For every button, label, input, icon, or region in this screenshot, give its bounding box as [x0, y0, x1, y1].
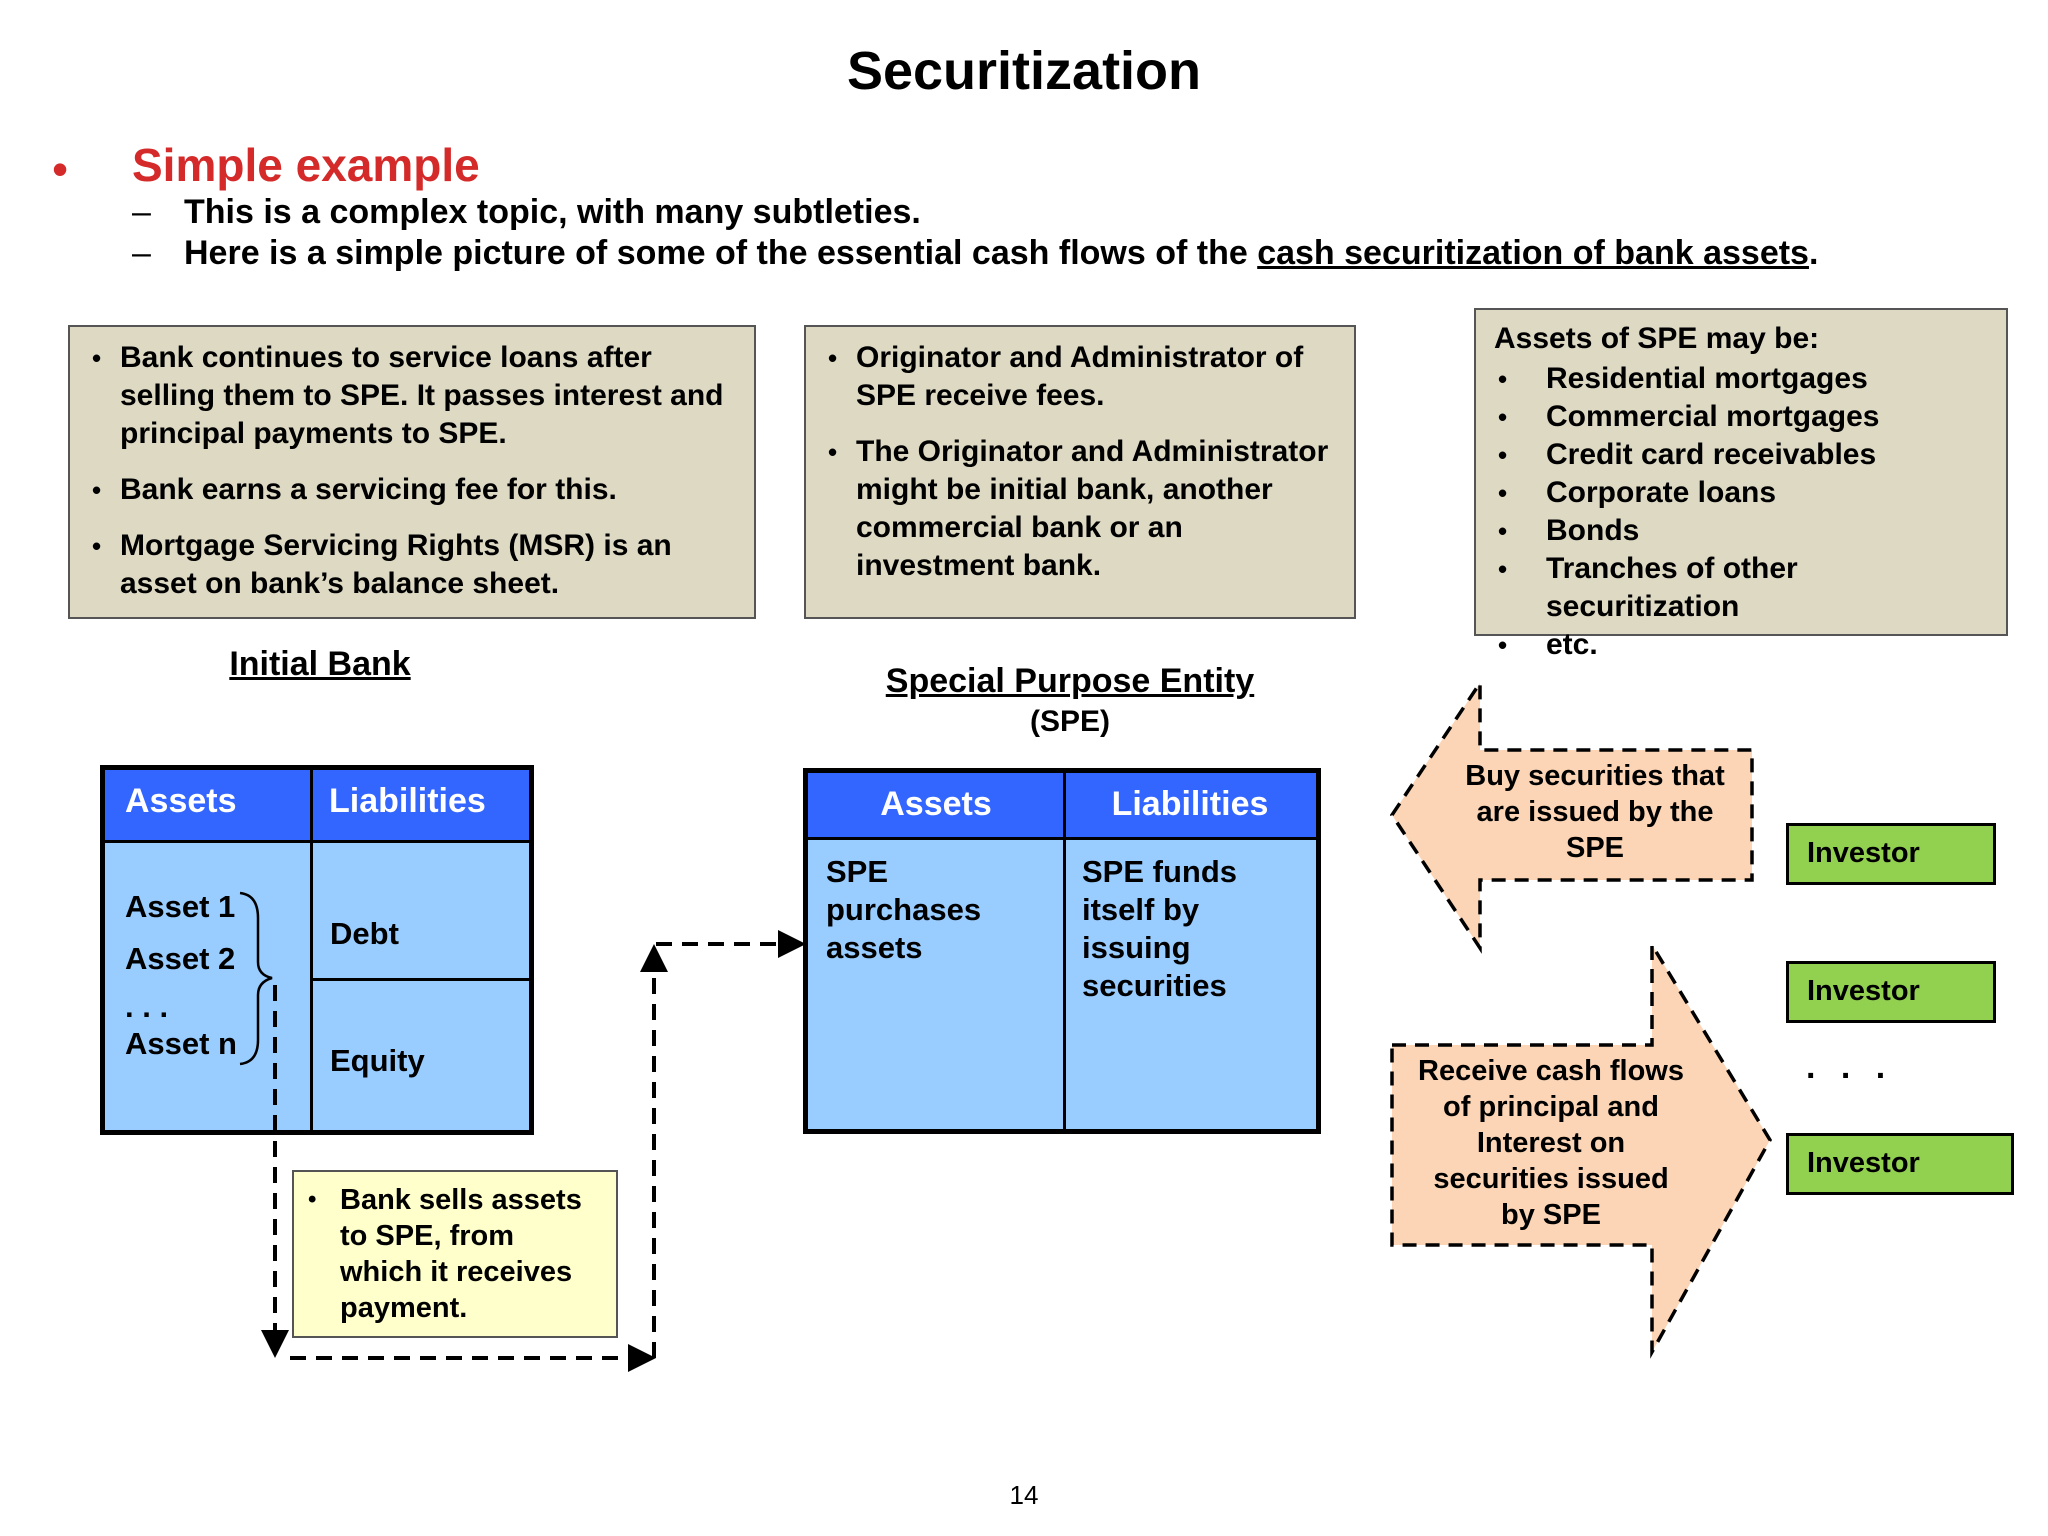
up-arrowhead: [640, 944, 668, 972]
buy-securities-text: Buy securities that are issued by the SP…: [1465, 760, 1725, 864]
page-number: 14: [1009, 1480, 1039, 1510]
down-arrowhead: [261, 1330, 289, 1358]
spe-liabilities-header: Liabilities: [1064, 773, 1316, 837]
investor-box: Investor: [1786, 1133, 2014, 1195]
investor-box: Investor: [1786, 823, 1996, 885]
dash: –: [132, 193, 151, 231]
header-divider: [105, 840, 529, 843]
spe-assets-heading: Assets of SPE may be:: [1494, 322, 1820, 355]
asset-2: Asset 2: [125, 941, 236, 976]
asset-type-item: Tranches of other securitization: [1494, 550, 1988, 626]
asset-type-item: Corporate loans: [1494, 474, 1988, 512]
bullet: •: [308, 1186, 317, 1213]
asset-type-item: Credit card receivables: [1494, 436, 1988, 474]
equity-label: Equity: [330, 1043, 425, 1078]
asset-type-item: Bonds: [1494, 512, 1988, 550]
spe-liabilities-text: SPE funds itself by issuing securities: [1082, 854, 1238, 1003]
intro-line-2: –Here is a simple picture of some of the…: [132, 234, 1819, 272]
intro-bullet: •: [52, 143, 69, 195]
spe-balance-sheet: Assets Liabilities SPE purchases assets …: [803, 768, 1321, 1134]
bank-liabilities-header: Liabilities: [311, 770, 529, 840]
bank-sells-assets-note: • Bank sells assets to SPE, from which i…: [292, 1170, 618, 1338]
note-item: Bank earns a servicing fee for this.: [86, 471, 738, 509]
asset-brace: [239, 891, 273, 1066]
spe-assets-header: Assets: [808, 773, 1064, 837]
investor-ellipsis: . . .: [1806, 1048, 1894, 1086]
intro-line-1: –This is a complex topic, with many subt…: [132, 193, 921, 231]
spe-assets-text: SPE purchases assets: [826, 854, 982, 965]
securitization-link[interactable]: cash securitization of bank assets: [1257, 234, 1809, 272]
debt-equity-divider: [311, 978, 529, 981]
right-arrowhead: [628, 1344, 656, 1372]
spe-assets-note: Assets of SPE may be: Residential mortga…: [1474, 308, 2008, 664]
column-divider: [310, 770, 313, 1130]
buy-securities-arrow: [1389, 677, 1754, 954]
initial-bank-title: Initial Bank: [229, 645, 411, 683]
receive-cash-flows-arrow: [1390, 938, 1773, 1359]
intro-heading: Simple example: [132, 139, 480, 191]
investor-box: Investor: [1786, 961, 1996, 1023]
note-item: Mortgage Servicing Rights (MSR) is an as…: [86, 527, 738, 603]
dash: –: [132, 234, 151, 272]
column-divider: [1063, 773, 1066, 1129]
originator-note: Originator and Administrator of SPE rece…: [804, 325, 1356, 619]
slide-title: Securitization: [846, 41, 1202, 101]
right-arrowhead: [778, 930, 806, 958]
note-item: Bank continues to service loans after se…: [86, 339, 738, 453]
asset-1: Asset 1: [125, 889, 236, 924]
asset-type-item: Residential mortgages: [1494, 360, 1988, 398]
bank-servicing-note: Bank continues to service loans after se…: [68, 325, 756, 619]
asset-ellipsis: . . .: [125, 989, 169, 1024]
spe-title: Special Purpose Entity: [885, 662, 1255, 700]
bank-assets-header: Assets: [105, 770, 311, 840]
header-divider: [808, 837, 1316, 840]
note-item: The Originator and Administrator might b…: [822, 433, 1338, 585]
debt-label: Debt: [330, 916, 399, 951]
initial-bank-balance-sheet: Assets Liabilities Asset 1 Asset 2 . . .…: [100, 765, 534, 1135]
asset-n: Asset n: [125, 1026, 237, 1061]
asset-type-item: etc.: [1494, 626, 1988, 664]
spe-subtitle: (SPE): [1029, 705, 1110, 738]
asset-type-item: Commercial mortgages: [1494, 398, 1988, 436]
note-item: Originator and Administrator of SPE rece…: [822, 339, 1338, 415]
receive-cash-flows-text: Receive cash flows of principal and Inte…: [1418, 1055, 1684, 1231]
